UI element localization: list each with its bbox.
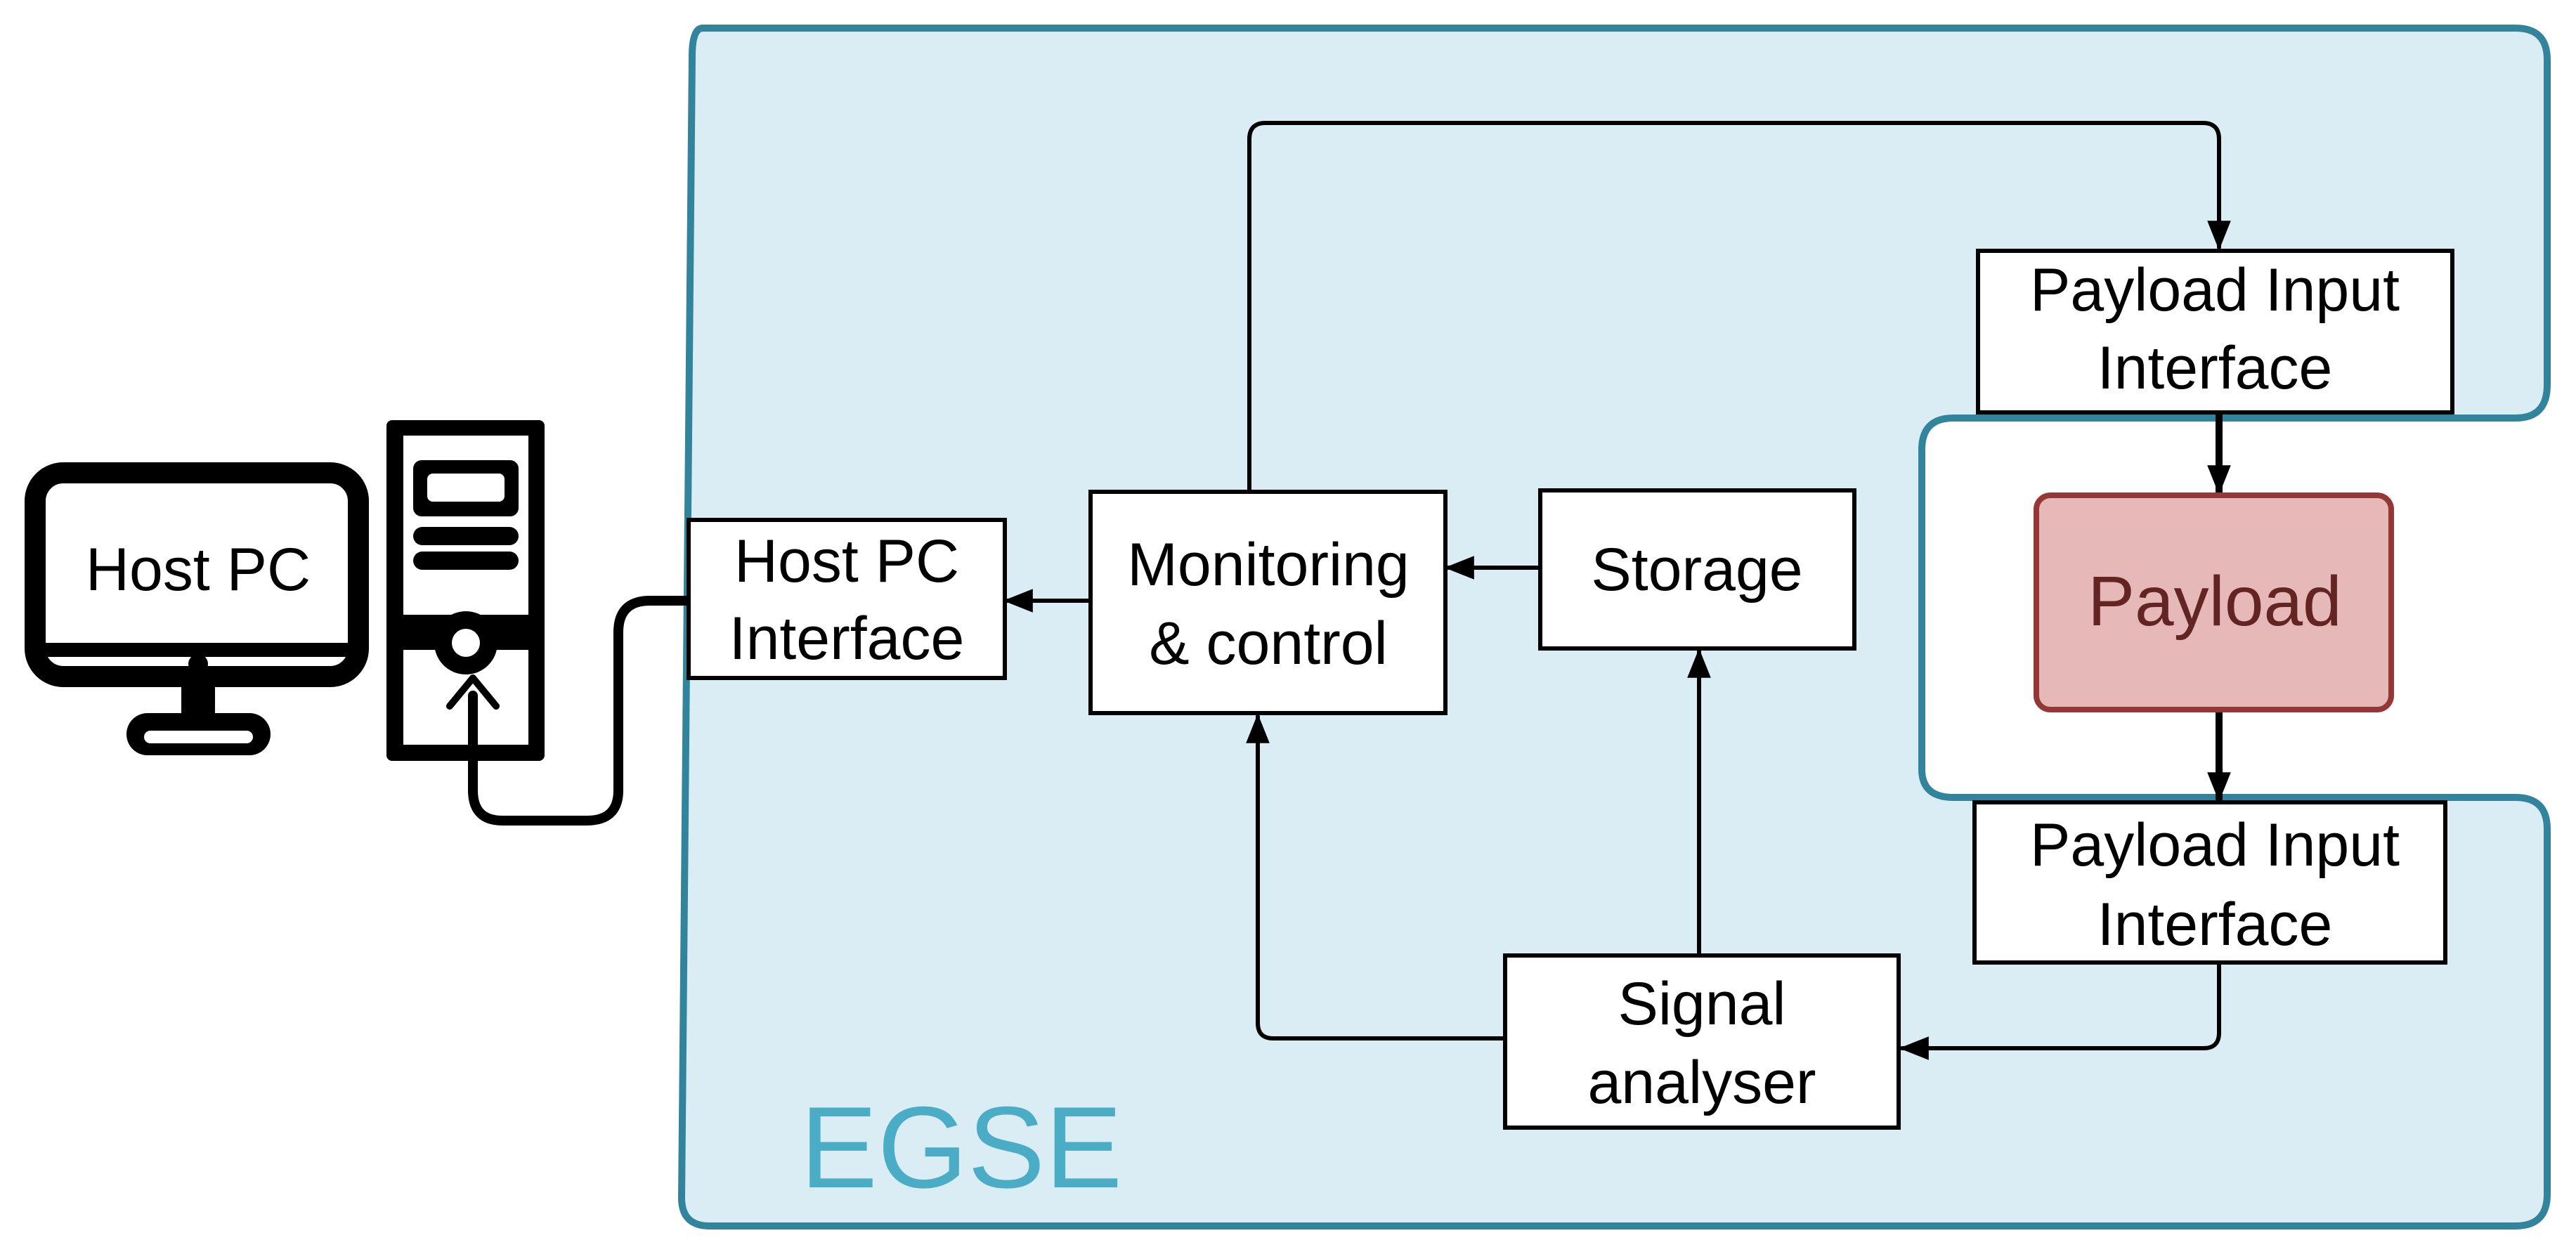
host-pc-cable [468, 596, 697, 826]
connectors [1003, 121, 2231, 1060]
signal-analyser-line-2: analyser [1587, 1049, 1816, 1116]
arrow-payload-if-bottom-to-analyser [1899, 962, 2221, 1060]
host-pc-interface-line-2: Interface [729, 605, 965, 672]
host-pc-label: Host PC [86, 536, 311, 604]
cable-arrow-icon [446, 674, 500, 710]
monitoring-control-line-2: & control [1149, 610, 1387, 677]
monitor-icon [25, 462, 369, 755]
payload-if-top-line-2: Interface [2097, 334, 2333, 402]
payload-block: Payload [2034, 492, 2394, 712]
payload-if-bottom-line-2: Interface [2097, 891, 2333, 958]
pc-tower-icon [386, 420, 545, 761]
arrow-monitoring-to-payload-if [1247, 121, 2231, 494]
host-pc-interface-line-1: Host PC [734, 528, 959, 595]
payload-label: Payload [2088, 562, 2341, 641]
payload-if-top-line-1: Payload Input [2030, 256, 2400, 324]
host-pc-interface-block: Host PC Interface [687, 518, 1007, 680]
egse-label: EGSE [800, 1083, 1123, 1212]
payload-input-interface-top-block: Payload Input Interface [1976, 249, 2454, 415]
signal-analyser-block: Signal analyser [1503, 953, 1901, 1130]
payload-if-bottom-line-1: Payload Input [2030, 811, 2400, 879]
signal-analyser-line-1: Signal [1618, 970, 1785, 1038]
monitoring-control-block: Monitoring & control [1088, 490, 1448, 715]
storage-line-1: Storage [1591, 536, 1802, 604]
arrow-analyser-to-monitoring [1246, 713, 1507, 1041]
payload-input-interface-bottom-block: Payload Input Interface [1972, 800, 2447, 965]
storage-block: Storage [1538, 488, 1856, 651]
monitoring-control-line-1: Monitoring [1127, 531, 1410, 599]
